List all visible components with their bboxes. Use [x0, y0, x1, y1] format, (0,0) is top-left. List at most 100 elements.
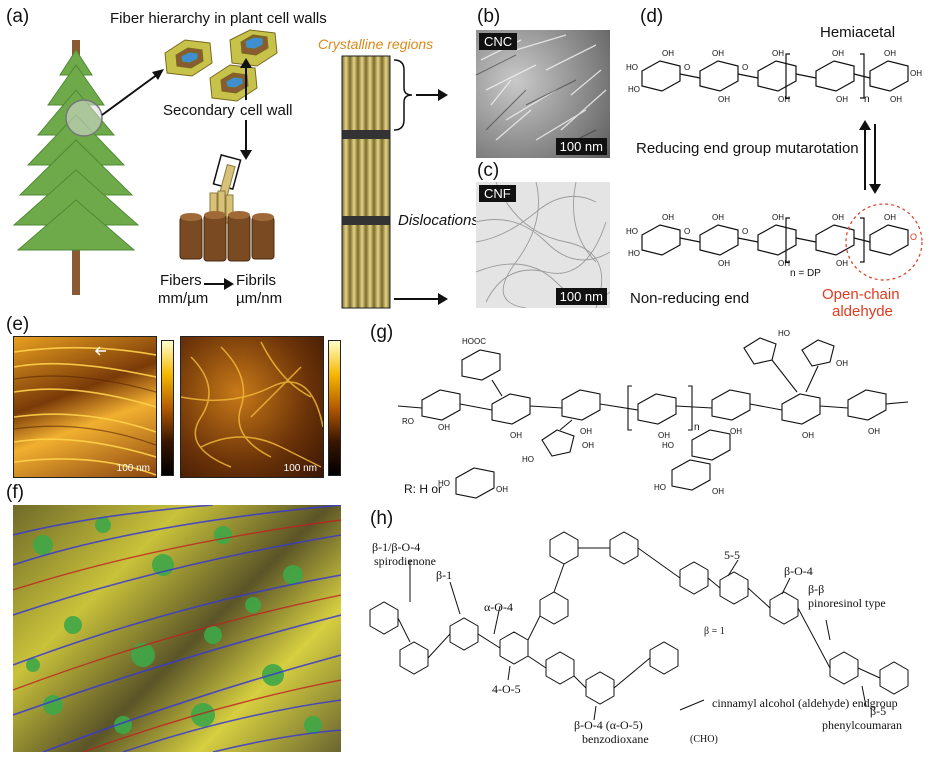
- fiber-hierarchy-title: Fiber hierarchy in plant cell walls: [110, 10, 327, 27]
- beta-equals-1-label: β = 1: [704, 626, 725, 637]
- svg-text:OH: OH: [910, 69, 922, 78]
- cnf-scale-bar: 100 nm: [555, 288, 607, 305]
- afm-image-right: 100 nm: [180, 336, 324, 478]
- svg-text:OH: OH: [836, 95, 848, 104]
- five-five-label: 5-5: [724, 548, 740, 562]
- n-subscript-top: n: [864, 94, 870, 105]
- fibers-unit: mm/µm: [158, 290, 209, 307]
- svg-text:OH: OH: [718, 95, 730, 104]
- svg-text:HO: HO: [654, 483, 666, 492]
- svg-text:RO: RO: [402, 417, 414, 426]
- afm-colorbar-left: [161, 340, 174, 476]
- svg-text:OH: OH: [580, 427, 592, 436]
- svg-text:OH: OH: [658, 431, 670, 440]
- svg-text:OH: OH: [730, 427, 742, 436]
- phenylcoumaran-label: phenylcoumaran: [822, 718, 902, 732]
- mutarotation-label: Reducing end group mutarotation: [636, 140, 859, 157]
- cnc-tem-image: CNC 100 nm: [476, 30, 610, 158]
- svg-text:OH: OH: [832, 49, 844, 58]
- svg-text:OH: OH: [778, 259, 790, 268]
- afm-scale-left: 100 nm: [116, 463, 150, 474]
- svg-text:OH: OH: [712, 49, 724, 58]
- benzodioxane-linkage-label: β-O-4 (α-O-5): [574, 718, 643, 732]
- panel-label-d: (d): [640, 6, 664, 27]
- svg-text:HO: HO: [628, 249, 640, 258]
- svg-text:O: O: [684, 227, 690, 236]
- svg-text:OH: OH: [662, 49, 674, 58]
- spirodienone-label: spirodienone: [374, 554, 436, 568]
- dislocations-label: Dislocations: [398, 212, 479, 229]
- n-equals-dp: n = DP: [790, 268, 821, 279]
- svg-text:OH: OH: [438, 423, 450, 432]
- beta-5-label: β-5: [870, 704, 887, 718]
- crystalline-regions-label: Crystalline regions: [318, 36, 434, 52]
- aldehyde-label: aldehyde: [832, 303, 893, 320]
- open-chain-label: Open-chain: [822, 286, 900, 303]
- svg-text:OH: OH: [662, 213, 674, 222]
- svg-text:HOOC: HOOC: [462, 337, 486, 346]
- svg-text:HO: HO: [438, 479, 450, 488]
- spiro-linkage-label: β-1/β-O-4: [372, 540, 421, 554]
- lignin-structure: [369, 531, 909, 721]
- pinoresinol-label: pinoresinol type: [808, 596, 886, 610]
- alpha-o-4-label: α-O-4: [484, 600, 513, 614]
- svg-text:OH: OH: [868, 427, 880, 436]
- panel-label-c: (c): [477, 160, 500, 181]
- cellulose-chain-top: HO HO OH O OH OH O OH OH OH OH OH OH OH: [626, 49, 922, 104]
- svg-text:OH: OH: [890, 95, 902, 104]
- n-subscript-g: n: [694, 422, 700, 433]
- svg-text:OH: OH: [884, 49, 896, 58]
- beta-beta-label: β-β: [808, 582, 825, 596]
- svg-text:OH: OH: [778, 95, 790, 104]
- cinnamyl-endgroup-label: cinnamyl alcohol (aldehyde) endgroup: [712, 696, 898, 710]
- afm-scale-right: 100 nm: [283, 463, 317, 474]
- non-reducing-end-label: Non-reducing end: [630, 290, 750, 307]
- cnc-scale-bar: 100 nm: [555, 138, 607, 155]
- arrow-fibers-to-fibrils: [204, 278, 234, 290]
- afm-image-left: 100 nm: [13, 336, 157, 478]
- svg-text:O: O: [742, 63, 748, 72]
- r-substituent-label: R: H or: [404, 482, 443, 496]
- svg-text:OH: OH: [802, 431, 814, 440]
- svg-text:OH: OH: [884, 213, 896, 222]
- panel-label-e: (e): [6, 314, 30, 335]
- svg-text:O: O: [684, 63, 690, 72]
- secondary-label: Secondary: [163, 102, 235, 119]
- arrow-to-cell-wall: [101, 69, 164, 116]
- arrow-up-cell-wall: [240, 58, 252, 100]
- svg-text:HO: HO: [626, 227, 638, 236]
- svg-text:OH: OH: [772, 213, 784, 222]
- arrow-down-fibrils: [240, 120, 252, 160]
- svg-text:O: O: [910, 232, 917, 242]
- svg-text:OH: OH: [772, 49, 784, 58]
- svg-text:OH: OH: [718, 259, 730, 268]
- cell-wall-hexagons: [164, 29, 278, 102]
- hemiacetal-label: Hemiacetal: [820, 24, 896, 41]
- svg-text:OH: OH: [712, 213, 724, 222]
- svg-text:OH: OH: [496, 485, 508, 494]
- svg-text:OH: OH: [510, 431, 522, 440]
- svg-text:OH: OH: [712, 487, 724, 496]
- fibers-label: Fibers: [160, 272, 202, 289]
- four-o-five-label: 4-O-5: [492, 682, 521, 696]
- microfibril-illustration: [341, 55, 391, 309]
- cnf-tag: CNF: [479, 185, 516, 202]
- svg-text:HO: HO: [628, 85, 640, 94]
- panel-label-g: (g): [370, 322, 394, 343]
- svg-text:O: O: [742, 227, 748, 236]
- panel-label-h: (h): [370, 508, 394, 529]
- cho-label: (CHO): [690, 734, 718, 745]
- svg-text:OH: OH: [836, 259, 848, 268]
- beta-o-4-label: β-O-4: [784, 564, 813, 578]
- svg-text:OH: OH: [582, 441, 594, 450]
- benzodioxane-label: benzodioxane: [582, 732, 649, 746]
- fibrils-label: Fibrils: [236, 272, 276, 289]
- fibrils-unit: µm/nm: [236, 290, 283, 307]
- svg-text:HO: HO: [626, 63, 638, 72]
- afm-colorbar-right: [328, 340, 341, 476]
- crystalline-brace: [393, 59, 448, 131]
- cell-wall-label: cell wall: [240, 102, 293, 119]
- panel-label-f: (f): [6, 482, 24, 503]
- pine-tree-illustration: [12, 40, 140, 295]
